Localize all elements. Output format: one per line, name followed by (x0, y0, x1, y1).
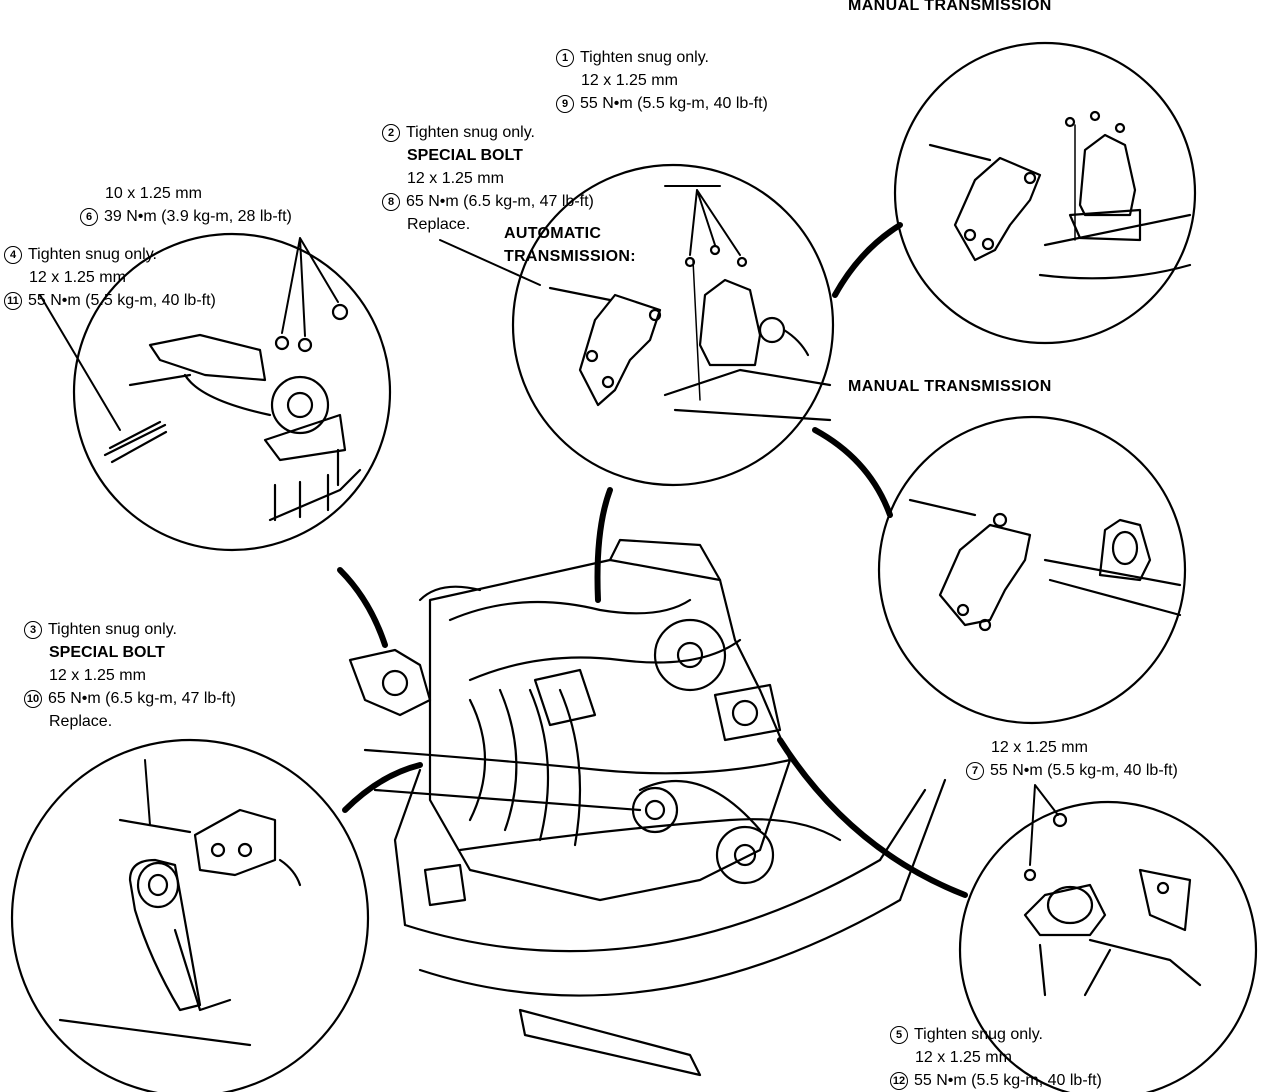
callout-line: 1 Tighten snug only. (556, 46, 768, 69)
callout-text: 65 N•m (6.5 kg-m, 47 lb-ft) (48, 690, 236, 707)
title-automatic-line-2: TRANSMISSION: (504, 248, 636, 265)
callout-text: Tighten snug only. (914, 1026, 1043, 1043)
callout-text: 55 N•m (5.5 kg-m, 40 lb-ft) (28, 292, 216, 309)
title-manual-top: MANUAL TRANSMISSION (848, 0, 1052, 14)
detail-circle-automatic-mount (511, 163, 835, 487)
step-number-badge: 9 (556, 95, 574, 113)
detail-circle-manual-mid (877, 415, 1187, 725)
callout-line: 12 x 1.25 mm (4, 266, 216, 289)
callout-line: 12 x 1.25 mm (382, 167, 594, 190)
callout-line: 8 65 N•m (6.5 kg-m, 47 lb-ft) (382, 190, 594, 213)
callout-3: 3 Tighten snug only. SPECIAL BOLT 12 x 1.25… (24, 618, 236, 733)
callout-5: 5 Tighten snug only. 12 x 1.25 mm 12 55 N•m … (890, 1023, 1102, 1092)
callout-line: 12 x 1.25 mm (556, 69, 768, 92)
callout-6: 10 x 1.25 mm 6 39 N•m (3.9 kg-m, 28 lb-ft) (80, 182, 292, 228)
callout-text: Tighten snug only. (28, 246, 157, 263)
callout-line: 6 39 N•m (3.9 kg-m, 28 lb-ft) (80, 205, 292, 228)
callout-4: 4 Tighten snug only. 12 x 1.25 mm 11 55 N•m … (4, 243, 216, 312)
callout-line: 10 65 N•m (6.5 kg-m, 47 lb-ft) (24, 687, 236, 710)
callout-line: 12 55 N•m (5.5 kg-m, 40 lb-ft) (890, 1069, 1102, 1092)
detail-circle-manual-top (893, 41, 1197, 345)
callout-text: 10 x 1.25 mm (105, 185, 202, 202)
callout-text: SPECIAL BOLT (49, 644, 165, 661)
callout-line: 3 Tighten snug only. (24, 618, 236, 641)
callout-line: SPECIAL BOLT (24, 641, 236, 664)
callout-2: 2 Tighten snug only. SPECIAL BOLT 12 x 1.25… (382, 121, 594, 236)
callout-line: 10 x 1.25 mm (80, 182, 292, 205)
callout-text: 12 x 1.25 mm (407, 170, 504, 187)
step-number-badge: 6 (80, 208, 98, 226)
callout-text: Replace. (407, 216, 471, 233)
callout-text: 65 N•m (6.5 kg-m, 47 lb-ft) (406, 193, 594, 210)
step-number-badge: 5 (890, 1026, 908, 1044)
detail-circle-lower-right (958, 800, 1258, 1092)
mount-detail-automatic (439, 185, 832, 422)
callout-line: Replace. (24, 710, 236, 733)
detail-circle-left-mount (72, 232, 392, 552)
callout-7: 12 x 1.25 mm 7 55 N•m (5.5 kg-m, 40 lb-ft) (966, 736, 1178, 782)
callout-text: Tighten snug only. (580, 49, 709, 66)
title-automatic: AUTOMATIC TRANSMISSION: (504, 222, 636, 268)
title-automatic-line-1: AUTOMATIC (504, 225, 602, 242)
detail-circle-lower-left (10, 738, 370, 1092)
callout-line: 5 Tighten snug only. (890, 1023, 1102, 1046)
step-number-badge: 3 (24, 621, 42, 639)
callout-text: 12 x 1.25 mm (991, 739, 1088, 756)
callout-text: 12 x 1.25 mm (49, 667, 146, 684)
callout-line: 11 55 N•m (5.5 kg-m, 40 lb-ft) (4, 289, 216, 312)
callout-line: 4 Tighten snug only. (4, 243, 216, 266)
mount-detail-manual-top (928, 110, 1192, 280)
callout-line: 12 x 1.25 mm (24, 664, 236, 687)
mount-detail-left (39, 237, 362, 522)
callout-line: 2 Tighten snug only. (382, 121, 594, 144)
callout-line: Replace. (382, 213, 594, 236)
callout-text: 55 N•m (5.5 kg-m, 40 lb-ft) (990, 762, 1178, 779)
callout-text: 12 x 1.25 mm (29, 269, 126, 286)
callout-line: 12 x 1.25 mm (966, 736, 1178, 759)
title-manual-mid: MANUAL TRANSMISSION (848, 378, 1052, 395)
step-number-badge: 11 (4, 292, 22, 310)
callout-text: 55 N•m (5.5 kg-m, 40 lb-ft) (914, 1072, 1102, 1089)
callout-line: SPECIAL BOLT (382, 144, 594, 167)
callout-line: 9 55 N•m (5.5 kg-m, 40 lb-ft) (556, 92, 768, 115)
step-number-badge: 12 (890, 1072, 908, 1090)
mount-detail-manual-mid (908, 498, 1182, 632)
callout-text: 12 x 1.25 mm (915, 1049, 1012, 1066)
callout-text: Tighten snug only. (406, 124, 535, 141)
step-number-badge: 8 (382, 193, 400, 211)
callout-text: SPECIAL BOLT (407, 147, 523, 164)
mount-detail-lower-left (58, 759, 302, 1047)
mount-detail-lower-right (1023, 784, 1202, 997)
callout-text: 39 N•m (3.9 kg-m, 28 lb-ft) (104, 208, 292, 225)
callout-text: Tighten snug only. (48, 621, 177, 638)
callout-text: 55 N•m (5.5 kg-m, 40 lb-ft) (580, 95, 768, 112)
step-number-badge: 2 (382, 124, 400, 142)
step-number-badge: 1 (556, 49, 574, 67)
callout-1: 1 Tighten snug only. 12 x 1.25 mm 9 55 N•m (… (556, 46, 768, 115)
step-number-badge: 4 (4, 246, 22, 264)
callout-line: 12 x 1.25 mm (890, 1046, 1102, 1069)
callout-line: 7 55 N•m (5.5 kg-m, 40 lb-ft) (966, 759, 1178, 782)
step-number-badge: 7 (966, 762, 984, 780)
callout-text: Replace. (49, 713, 113, 730)
callout-text: 12 x 1.25 mm (581, 72, 678, 89)
step-number-badge: 10 (24, 690, 42, 708)
engine-assembly (348, 538, 947, 1077)
